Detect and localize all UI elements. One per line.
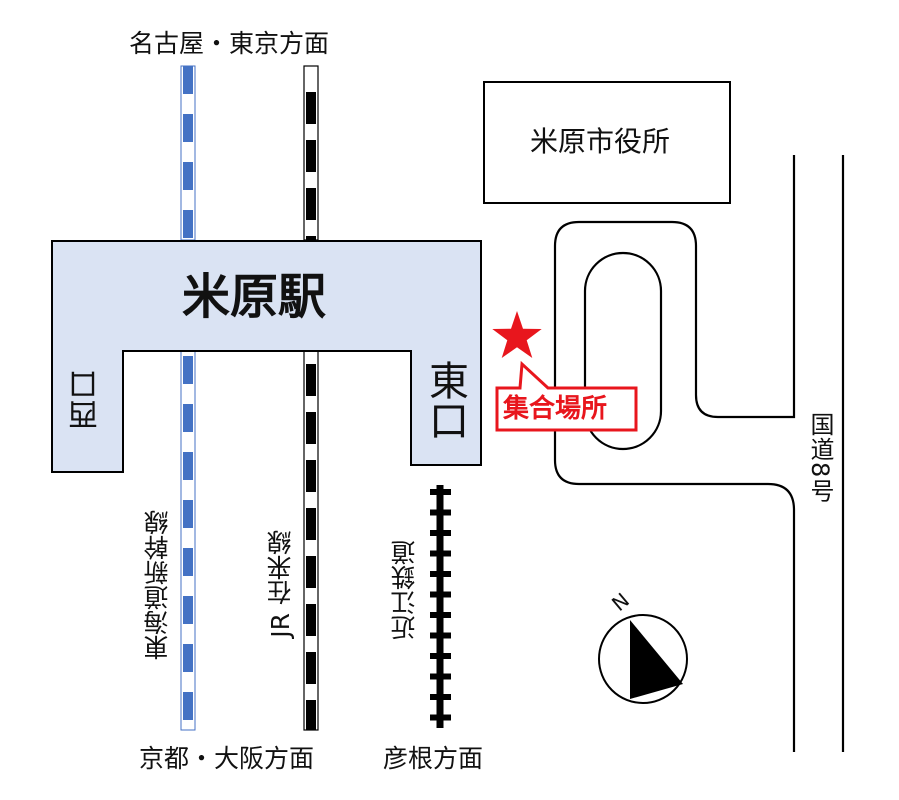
east-exit-label: 東口 xyxy=(422,360,468,440)
nagoya-tokyo-direction-label: 名古屋・東京方面 xyxy=(129,29,330,58)
route8-road xyxy=(553,155,845,752)
railway-tie xyxy=(430,673,451,680)
shinkansen-track-north xyxy=(180,65,196,241)
hikone-direction-label: 彦根方面 xyxy=(383,744,484,773)
jr-line-label: JR 在来線 xyxy=(266,530,295,638)
railway-tie xyxy=(430,591,451,598)
railway-tie xyxy=(430,612,451,618)
railway-tie xyxy=(430,694,451,700)
meeting-point-star-icon xyxy=(492,311,542,358)
route8-label: 国道8号 xyxy=(806,412,834,504)
shinkansen-line-label: 東海道新幹線 xyxy=(143,510,172,660)
city-hall-label: 米原市役所 xyxy=(530,125,671,158)
meeting-point-callout xyxy=(495,360,638,432)
meeting-point-label[interactable]: 集合場所 xyxy=(503,394,608,424)
railway-tie xyxy=(430,550,451,557)
railway-tie xyxy=(430,632,451,639)
railway-tie xyxy=(430,509,451,516)
jr-track-south xyxy=(303,349,319,731)
north-compass xyxy=(598,614,688,704)
compass-needle-icon xyxy=(630,620,683,699)
railway-tie xyxy=(430,653,451,659)
city-hall-building xyxy=(483,81,731,204)
railway-tie xyxy=(430,714,451,721)
station-building xyxy=(51,240,482,473)
station-name-label: 米原駅 xyxy=(182,269,327,325)
ohmi-railway-track xyxy=(430,485,451,728)
shinkansen-track-south xyxy=(180,349,196,731)
railway-tie xyxy=(430,571,451,577)
kyoto-osaka-direction-label: 京都・大阪方面 xyxy=(139,744,315,773)
railway-tie xyxy=(430,530,451,536)
jr-track-north xyxy=(303,65,319,241)
railway-tie xyxy=(430,489,451,495)
west-exit-label: 西口 xyxy=(69,370,104,430)
ohmi-railway-label: 近江鉄道 xyxy=(390,540,419,640)
